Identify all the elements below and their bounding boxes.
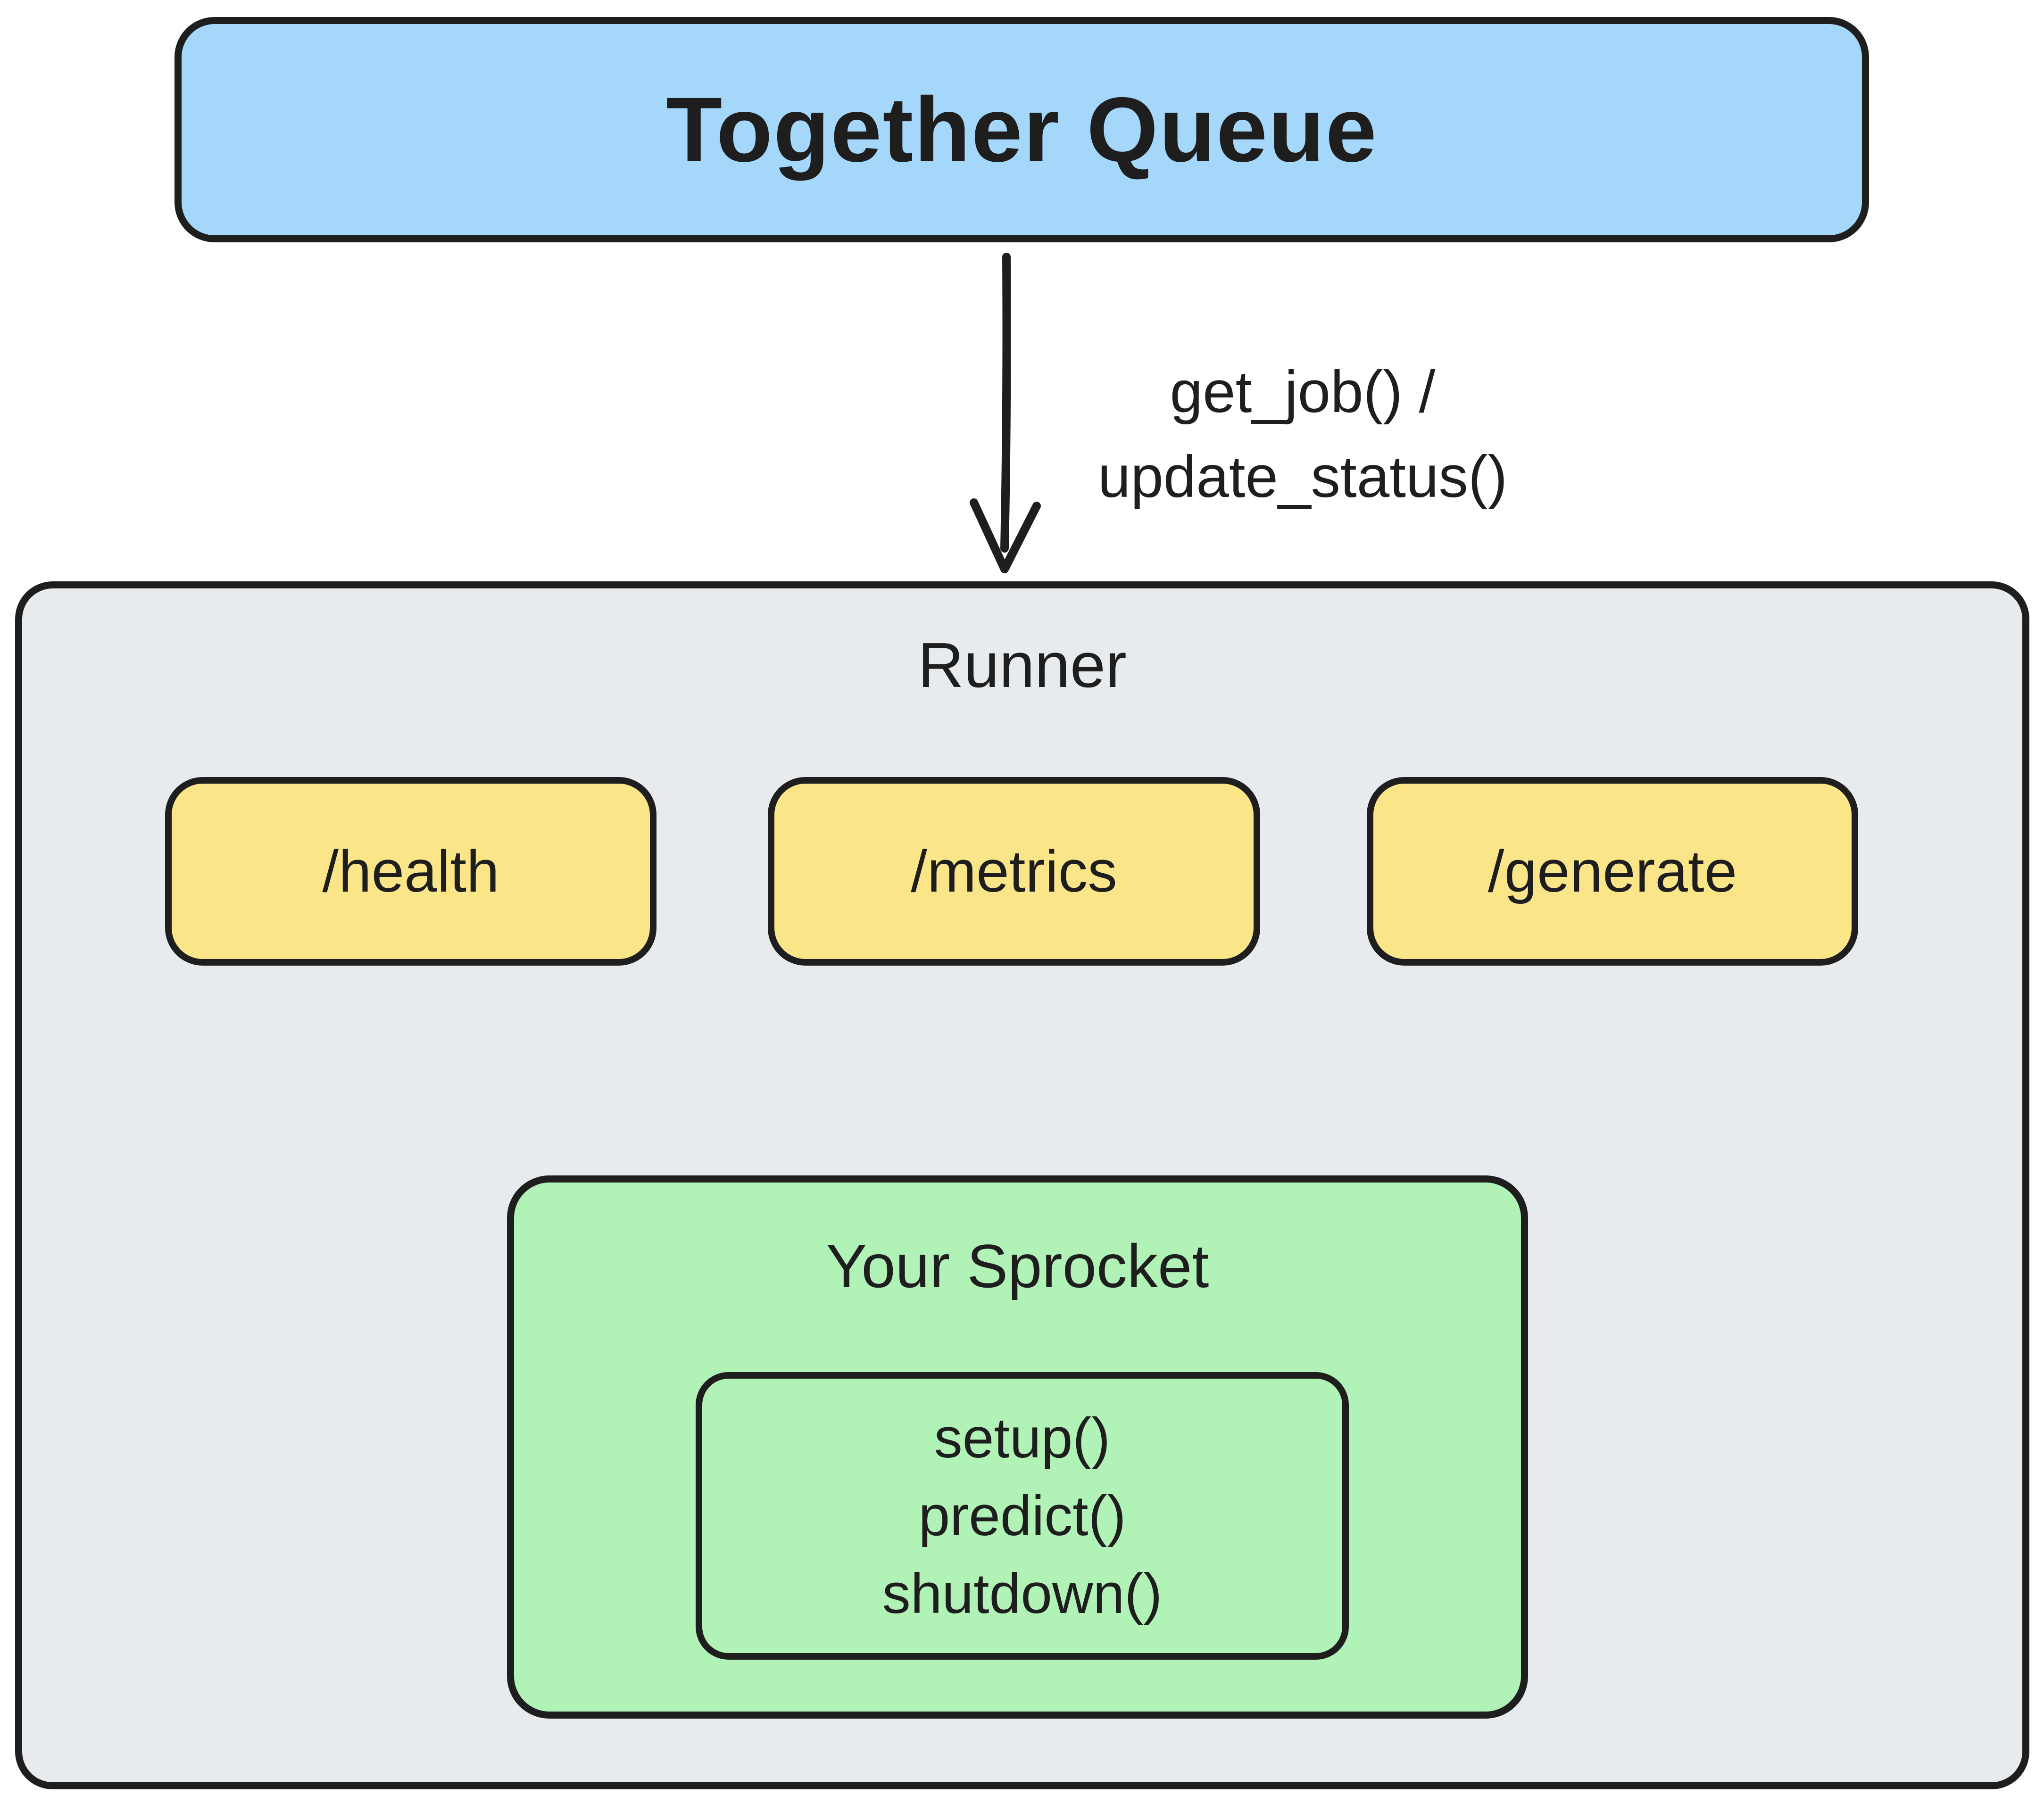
runner-label: Runner [918, 629, 1127, 701]
endpoint-metrics-box: /metrics [768, 777, 1260, 966]
method-setup: setup() [934, 1406, 1111, 1470]
together-queue-label: Together Queue [666, 78, 1378, 181]
endpoint-health-label: /health [322, 838, 499, 904]
endpoint-generate-box: /generate [1367, 777, 1858, 966]
arrow-label-line-2: update_status() [1097, 444, 1508, 510]
runner-box: Runner /health /metrics /generate Your S… [15, 581, 2029, 1789]
together-queue-box: Together Queue [174, 17, 1869, 242]
queue-to-runner-arrow-label: get_job() / update_status() [1098, 350, 1508, 520]
method-predict: predict() [918, 1484, 1126, 1547]
arrow-label-line-1: get_job() / [1170, 359, 1436, 425]
method-shutdown: shutdown() [882, 1562, 1163, 1625]
queue-to-runner-arrow-icon [970, 253, 1041, 573]
endpoint-generate-label: /generate [1487, 838, 1737, 904]
your-sprocket-box: Your Sprocket setup() predict() shutdown… [507, 1175, 1528, 1719]
your-sprocket-label: Your Sprocket [826, 1232, 1209, 1300]
endpoint-health-box: /health [165, 777, 656, 966]
sprocket-methods-box: setup() predict() shutdown() [696, 1372, 1349, 1660]
endpoint-metrics-label: /metrics [911, 838, 1117, 904]
